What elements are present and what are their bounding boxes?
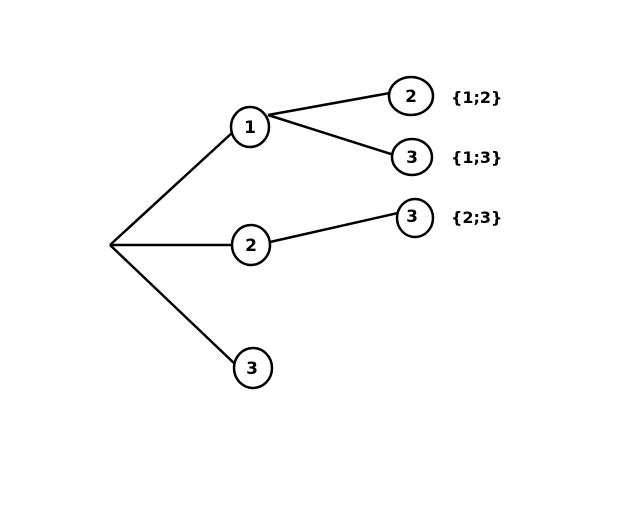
edge-root-3 (109, 244, 237, 366)
edge-root-1 (109, 131, 234, 246)
node-1-3 (390, 137, 434, 177)
node-3-label: 3 (246, 359, 258, 379)
node-2-3 (395, 197, 435, 239)
set-label-1-2: {1;2} (451, 88, 502, 107)
node-3 (232, 346, 274, 390)
node-1 (229, 105, 271, 149)
node-1-3-label: 3 (406, 148, 418, 168)
node-2-label: 2 (245, 236, 257, 256)
node-1-2-label: 2 (405, 87, 417, 107)
set-label-1-3: {1;3} (451, 148, 502, 167)
node-1-label: 1 (244, 118, 256, 138)
node-1-2 (387, 75, 435, 117)
node-2 (230, 223, 272, 267)
edge-1-3 (267, 113, 395, 157)
edge-1-2 (267, 91, 391, 117)
node-2-3-label: 3 (406, 207, 418, 227)
edge-2-3 (269, 211, 399, 244)
set-label-2-3: {2;3} (451, 208, 502, 227)
